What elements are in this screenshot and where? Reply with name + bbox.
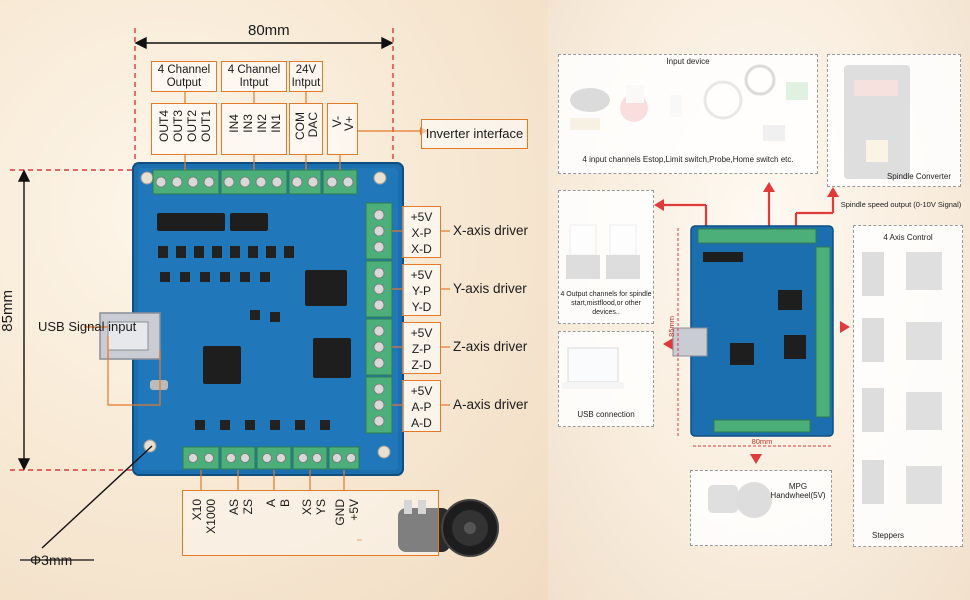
pin-dac: DAC [306,112,320,138]
pin-com: COM [293,112,307,140]
mpg-box [690,470,832,546]
axis-control-title: 4 Axis Control [883,233,933,242]
output-pins-box: OUT4 OUT3 OUT2 OUT1 [151,103,217,155]
input-device-box [558,54,818,174]
mpg-label: MPG Handwheel(5V) [770,482,826,500]
pin-b: B [278,499,292,508]
left-diagram-graphics [10,28,499,561]
output-group-title: 4 Channel Output [151,61,217,92]
width-dimension-label: 80mm [248,22,290,39]
pin-out2: OUT2 [185,110,199,143]
pin-as: AS [227,499,241,516]
y-axis-driver-label: Y-axis driver [453,281,527,296]
input-group-title: 4 Channel Intput [221,61,287,92]
x-axis-driver-label: X-axis driver [453,223,529,238]
board-width-label: 80mm [751,437,773,446]
spindle-converter-box [827,54,961,187]
pin-in4: IN4 [227,114,241,133]
pin-a: A [264,499,278,508]
pin-gnd: GND [333,499,347,526]
pin-xs: XS [300,499,314,516]
board-height-label: 85mm [667,316,676,337]
mpg-pins-box: X10 X1000 AS ZS A B XS YS GND +5V [182,490,439,556]
spindle-converter-title: Spindle Converter [886,172,952,181]
pin-in3: IN3 [241,114,255,133]
pin-out4: OUT4 [157,110,171,143]
usb-signal-label: USB Signal input [38,319,137,334]
output-channel-caption: 4 Output channels for spindle start,mist… [560,291,652,316]
power-pins-box: COM DAC [289,103,323,155]
pin-zs: ZS [241,499,255,515]
pin-ys: YS [314,499,328,516]
pin-plus5v: +5V [347,499,361,521]
pin-in1: IN1 [269,114,283,133]
input-device-title: Input device [666,57,710,66]
height-dimension-label: 85mm [0,290,16,332]
left-wiring-diagram: 80mm 85mm 4 Channel Output 4 Channel Int… [0,0,548,600]
vsupply-pins-box: V- V+ [327,103,358,155]
output-channel-box [558,190,654,324]
pin-out3: OUT3 [171,110,185,143]
pin-x1000: X1000 [204,499,218,534]
input-pins-box: IN4 IN3 IN2 IN1 [221,103,287,155]
steppers-label: Steppers [871,531,905,540]
pin-x10: X10 [190,499,204,521]
inverter-interface-label: Inverter interface [421,119,528,149]
hole-diameter-label: Φ3mm [30,552,73,568]
usb-connection-caption: USB connection [577,410,635,419]
pin-in2: IN2 [255,114,269,133]
handwheel-image [398,499,499,557]
power-group-title: 24V Intput [289,61,323,92]
usb-connection-box [558,331,654,427]
right-system-diagram: Input device 4 input channels Estop,Limi… [548,0,970,600]
pin-v-plus: V+ [342,116,356,132]
a-axis-driver-label: A-axis driver [453,397,529,412]
spindle-output-label: Spindle speed output (0-10V Signal) [840,200,962,209]
z-axis-driver-label: Z-axis driver [453,339,528,354]
axis-control-box [853,225,963,547]
input-device-caption: 4 input channels Estop,Limit switch,Prob… [582,155,794,164]
pin-out1: OUT1 [199,110,213,143]
